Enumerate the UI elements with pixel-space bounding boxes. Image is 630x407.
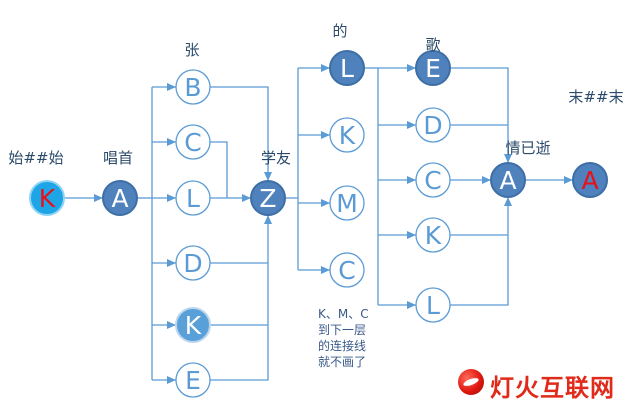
node-e1: E	[175, 362, 211, 398]
node-circle	[415, 50, 451, 86]
node-circle	[175, 362, 211, 398]
node-letter: C	[424, 166, 441, 195]
node-circle	[415, 162, 451, 198]
node-letter: A	[499, 166, 516, 195]
note-line: 的连接线	[318, 339, 367, 353]
note-line: 就不画了	[318, 355, 367, 369]
logo-ball-icon	[458, 369, 484, 395]
node-l1: L	[175, 180, 211, 216]
node-circle	[415, 217, 451, 253]
node-circle	[415, 107, 451, 143]
node-circle	[175, 124, 211, 160]
note-line: K、M、C	[318, 307, 369, 321]
node-k2: K	[329, 117, 365, 153]
node-b1: B	[175, 69, 211, 105]
node-z: Z	[250, 180, 286, 216]
node-c3: C	[415, 162, 451, 198]
node-c2: C	[329, 252, 365, 288]
label-de: 的	[332, 22, 348, 40]
label-zhang: 张	[184, 41, 200, 59]
node-letter: C	[184, 128, 201, 157]
node-letter: D	[423, 111, 442, 140]
node-circle	[175, 180, 211, 216]
node-letter: E	[185, 366, 201, 395]
label-ge: 歌	[425, 36, 441, 54]
node-a4: A	[490, 162, 526, 198]
node-d3: D	[415, 107, 451, 143]
node-circle	[175, 69, 211, 105]
node-letter: D	[183, 249, 202, 278]
node-k3: K	[415, 217, 451, 253]
node-k-start: K	[29, 180, 65, 216]
note-text: K、M、C 到下一层 的连接线 就不画了	[318, 306, 369, 370]
node-circle	[329, 252, 365, 288]
label-xueyou: 学友	[260, 149, 292, 167]
node-letter: L	[186, 184, 200, 213]
edge-e-to-z	[210, 215, 272, 381]
node-letter: M	[336, 189, 358, 218]
edge-l3-to-a4	[450, 197, 512, 306]
node-c1: C	[175, 124, 211, 160]
node-circle	[572, 162, 608, 198]
node-circle	[250, 180, 286, 216]
node-d1: D	[175, 245, 211, 281]
node-letter: A	[111, 184, 128, 213]
node-circle	[175, 245, 211, 281]
node-letter: B	[184, 73, 201, 102]
note-line: 到下一层	[318, 323, 367, 337]
node-l3: L	[415, 287, 451, 323]
node-circle	[175, 307, 211, 343]
node-letter: K	[39, 184, 56, 213]
node-a1: A	[102, 180, 138, 216]
logo-text: 灯火互联网	[490, 374, 615, 402]
node-circle	[102, 180, 138, 216]
node-letter: Z	[259, 184, 276, 213]
label-start: 始##始	[8, 149, 64, 167]
node-circle	[329, 50, 365, 86]
edge-c-to-z	[210, 141, 228, 198]
label-sing-first: 唱首	[102, 149, 134, 167]
node-letter: K	[185, 311, 202, 340]
node-letter: K	[425, 221, 442, 250]
edge-e3-to-a4	[450, 67, 512, 163]
node-circle	[29, 180, 65, 216]
edge-b-to-z	[210, 86, 272, 181]
node-a-end: A	[572, 162, 608, 198]
node-e3: E	[415, 50, 451, 86]
label-qingyishi: 情已逝	[505, 139, 551, 157]
node-circle	[329, 117, 365, 153]
edges	[64, 64, 573, 384]
node-letter: C	[338, 256, 355, 285]
node-letter: E	[425, 54, 441, 83]
node-letter: A	[581, 166, 598, 195]
node-letter: K	[339, 121, 356, 150]
node-circle	[415, 287, 451, 323]
brand-logo: 灯火互联网	[458, 366, 628, 402]
node-m2: M	[329, 185, 365, 221]
node-circle	[490, 162, 526, 198]
node-letter: L	[340, 54, 354, 83]
node-k1: K	[175, 307, 211, 343]
node-l2: L	[329, 50, 365, 86]
node-letter: L	[426, 291, 440, 320]
label-end: 末##末	[568, 88, 624, 106]
node-circle	[329, 185, 365, 221]
